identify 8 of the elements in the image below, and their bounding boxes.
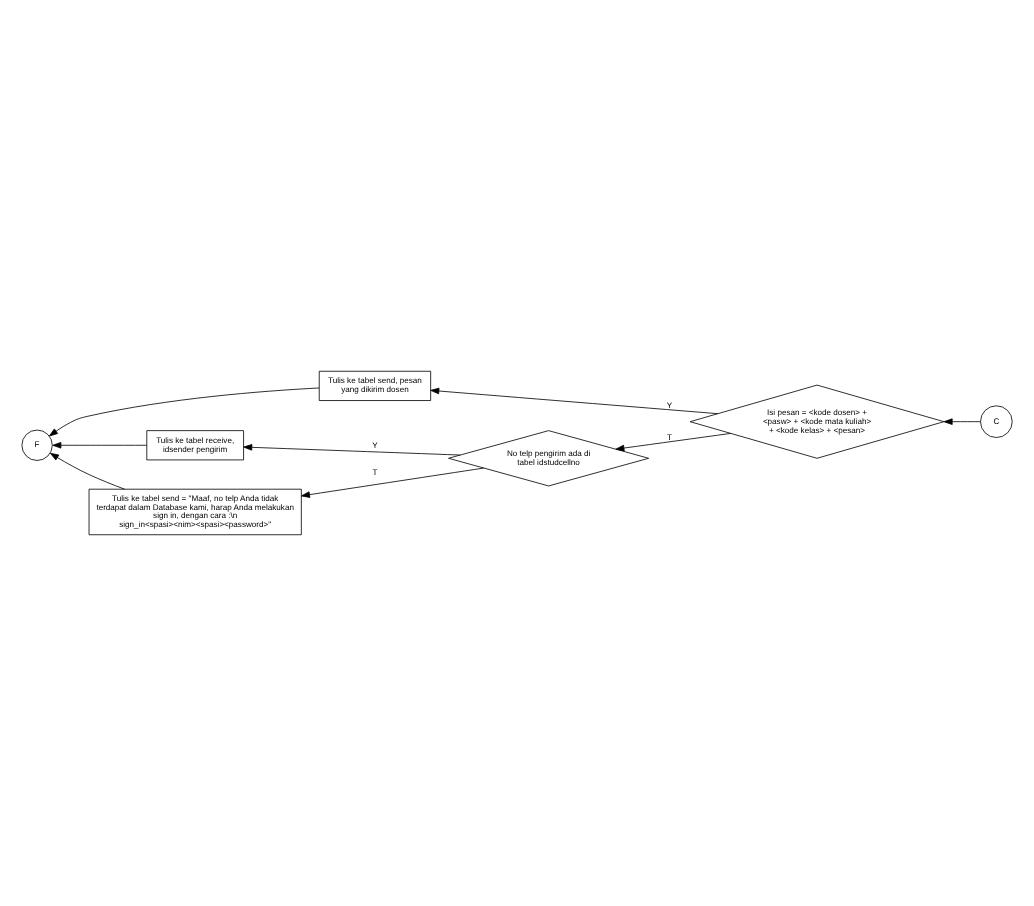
arrow [615, 433, 732, 452]
arrow [50, 452, 125, 490]
arrow [49, 387, 320, 437]
arrow [943, 418, 981, 425]
arrow [243, 444, 461, 456]
arrow [301, 467, 485, 498]
arrow [52, 442, 147, 449]
arrow [430, 387, 719, 415]
